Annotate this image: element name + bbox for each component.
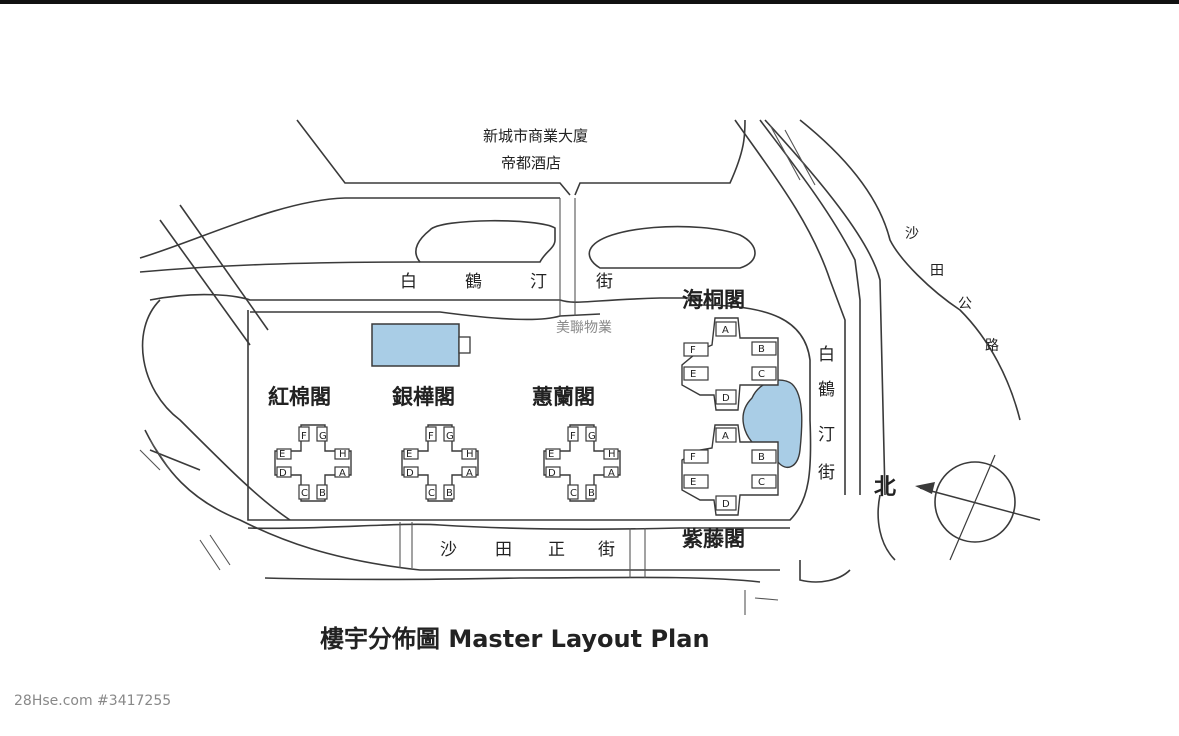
svg-text:A: A — [722, 431, 729, 442]
svg-text:F: F — [690, 452, 696, 463]
svg-text:G: G — [319, 431, 327, 442]
tower-letters-2: F G E H D A C B — [406, 431, 474, 499]
svg-text:E: E — [690, 477, 696, 488]
tower-letters-1: F G E H D A C B — [279, 431, 347, 499]
top-border — [0, 0, 1179, 4]
svg-text:H: H — [466, 449, 474, 460]
street-top: 白 鶴 汀 街 — [400, 272, 615, 292]
svg-text:C: C — [758, 477, 765, 488]
svg-text:A: A — [608, 468, 615, 479]
watermark: 美聯物業 — [556, 320, 612, 336]
tower-tsz-tang: A F B E C D — [681, 424, 779, 516]
svg-text:G: G — [588, 431, 596, 442]
svg-text:D: D — [406, 468, 414, 479]
svg-text:沙: 沙 — [905, 226, 919, 242]
svg-text:D: D — [722, 499, 730, 510]
svg-text:B: B — [758, 452, 765, 463]
svg-text:B: B — [446, 488, 453, 499]
svg-text:田: 田 — [930, 263, 944, 279]
svg-text:E: E — [548, 449, 554, 460]
svg-text:公: 公 — [958, 296, 972, 312]
svg-text:D: D — [279, 468, 287, 479]
svg-text:沙: 沙 — [440, 540, 459, 560]
svg-text:F: F — [301, 431, 307, 442]
plan-caption: 樓宇分佈圖 Master Layout Plan — [320, 625, 710, 653]
svg-text:B: B — [758, 344, 765, 355]
svg-text:F: F — [570, 431, 576, 442]
tower-ngan-wah — [401, 424, 479, 502]
tower-letters-3: F G E H D A C B — [548, 431, 616, 499]
svg-text:鶴: 鶴 — [465, 272, 484, 292]
svg-text:D: D — [548, 468, 556, 479]
tower-wai-lan — [543, 424, 621, 502]
svg-text:白: 白 — [400, 272, 419, 292]
svg-text:C: C — [570, 488, 577, 499]
highway-label: 沙 田 公 路 — [905, 226, 999, 354]
svg-text:F: F — [428, 431, 434, 442]
svg-text:A: A — [722, 325, 729, 336]
svg-text:路: 路 — [985, 338, 999, 354]
svg-text:G: G — [446, 431, 454, 442]
clubhouse-annex — [458, 336, 471, 354]
svg-text:E: E — [690, 369, 696, 380]
tower-hoi-tung: A F B E C D — [681, 317, 779, 411]
svg-text:街: 街 — [598, 540, 617, 560]
north-arrow-icon — [915, 482, 935, 494]
svg-text:白: 白 — [818, 345, 837, 365]
svg-text:H: H — [608, 449, 616, 460]
svg-text:街: 街 — [596, 272, 615, 292]
svg-text:C: C — [301, 488, 308, 499]
label-estate-1: 紅棉閣 — [268, 385, 331, 409]
svg-text:田: 田 — [495, 540, 514, 560]
label-estate-3: 蕙蘭閣 — [532, 385, 595, 409]
svg-text:H: H — [339, 449, 347, 460]
clubhouse-building — [371, 323, 460, 367]
label-north: 北 — [874, 475, 896, 500]
svg-text:鶴: 鶴 — [818, 380, 837, 400]
svg-text:汀: 汀 — [530, 272, 549, 292]
label-estate-4: 海桐閣 — [682, 288, 745, 312]
tower-hung-mui — [274, 424, 352, 502]
svg-text:A: A — [339, 468, 346, 479]
svg-text:B: B — [588, 488, 595, 499]
label-top-building-1: 新城市商業大廈 — [483, 127, 588, 145]
svg-text:F: F — [690, 345, 696, 356]
svg-text:正: 正 — [548, 540, 567, 560]
road-network — [139, 119, 1021, 615]
svg-text:D: D — [722, 393, 730, 404]
svg-text:B: B — [319, 488, 326, 499]
label-top-building-2: 帝都酒店 — [501, 154, 561, 172]
source-credit: 28Hse.com #3417255 — [14, 693, 172, 709]
street-bottom: 沙 田 正 街 — [440, 540, 617, 560]
clubhouse — [371, 323, 471, 367]
svg-text:A: A — [466, 468, 473, 479]
svg-text:C: C — [428, 488, 435, 499]
svg-text:E: E — [279, 449, 285, 460]
svg-text:街: 街 — [818, 463, 837, 483]
north-compass — [915, 454, 1041, 561]
label-estate-2: 銀樺閣 — [392, 385, 455, 409]
label-estate-5: 紫藤閣 — [682, 527, 745, 551]
svg-text:汀: 汀 — [818, 425, 837, 445]
svg-text:C: C — [758, 369, 765, 380]
street-right: 白 鶴 汀 街 — [818, 345, 837, 483]
svg-text:E: E — [406, 449, 412, 460]
